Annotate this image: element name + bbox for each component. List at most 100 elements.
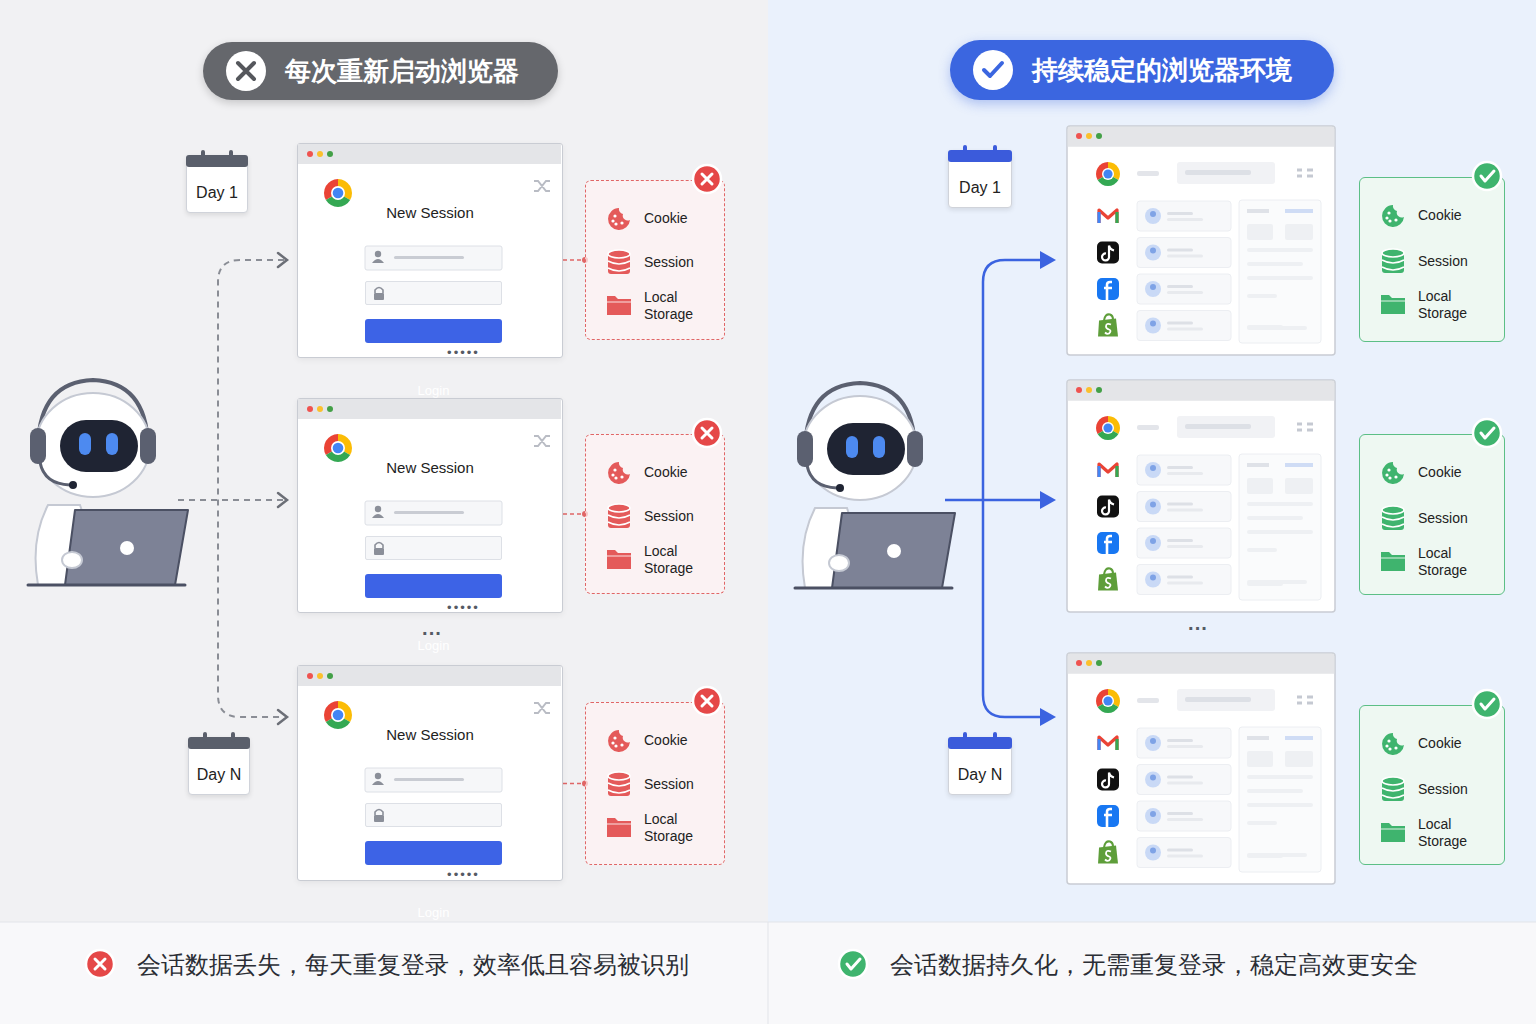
panel-block xyxy=(1247,821,1277,825)
cookie-chip xyxy=(1394,746,1397,749)
arrow-head xyxy=(278,493,287,507)
chrome-center xyxy=(333,188,344,199)
db-top xyxy=(608,250,630,258)
laptop-logo xyxy=(887,544,901,558)
shopify-handle xyxy=(1104,841,1113,847)
cross-badge xyxy=(693,687,721,715)
check-mark xyxy=(1481,428,1494,438)
window-dot xyxy=(327,406,333,412)
toolbar-icons xyxy=(1297,170,1313,176)
arrow-head xyxy=(278,710,287,724)
gmail-side xyxy=(1115,739,1118,750)
node-text: Day N xyxy=(949,738,1011,794)
storage-item: Local Storage xyxy=(644,811,714,845)
cookie-chip xyxy=(613,736,616,739)
robot-eye xyxy=(79,433,91,455)
row-line xyxy=(1167,212,1193,215)
cross-mark xyxy=(238,63,254,79)
cookie-chip xyxy=(1387,739,1390,742)
storage-box: CookieSessionLocal Storage xyxy=(1359,434,1505,595)
check-badge xyxy=(1473,419,1501,447)
chrome-ring xyxy=(331,186,345,200)
ellipsis-mark: ··· xyxy=(412,622,452,645)
window-frame xyxy=(1067,653,1335,884)
facebook-bg xyxy=(1097,278,1119,300)
panel-block xyxy=(1285,224,1313,240)
chrome-center xyxy=(1103,696,1112,705)
row-line xyxy=(1167,812,1193,815)
cookie-chip xyxy=(1388,747,1391,750)
robot-head xyxy=(803,396,917,500)
link-line xyxy=(563,259,585,261)
facebook-bg xyxy=(1097,532,1119,554)
address-bar xyxy=(1177,689,1275,711)
panel-block xyxy=(1285,751,1313,767)
gmail-app-icon xyxy=(1099,737,1117,750)
calendar-ring xyxy=(231,732,235,742)
gmail-app-icon xyxy=(1099,210,1117,223)
cookie-chip xyxy=(1388,219,1391,222)
ear-cup xyxy=(30,428,46,464)
dashed-arrow xyxy=(178,260,284,717)
badge-circle xyxy=(839,950,867,978)
avatar xyxy=(1145,462,1161,478)
robot-mic xyxy=(40,462,70,485)
robot-visor xyxy=(60,420,138,472)
row-line xyxy=(1167,249,1193,252)
tiktok-note xyxy=(1102,500,1114,515)
user-icon-body xyxy=(372,514,384,518)
title-bar xyxy=(1068,127,1335,147)
storage-item: Session xyxy=(644,508,714,525)
shopify-handle xyxy=(1104,314,1113,320)
persistent-arrows xyxy=(945,251,1056,726)
window-dot xyxy=(1096,387,1102,393)
chrome-logo xyxy=(324,701,352,729)
db-ring xyxy=(608,783,630,793)
user-icon-head xyxy=(375,773,381,779)
account-row xyxy=(1137,565,1231,595)
check-mark xyxy=(847,959,860,969)
check-mark xyxy=(1481,699,1494,709)
db-icon xyxy=(608,772,630,796)
storage-item: Session xyxy=(1418,253,1488,270)
tiktok-note xyxy=(1102,246,1114,261)
db-top xyxy=(1382,506,1404,514)
storage-item: Local Storage xyxy=(1418,816,1488,850)
panel-block xyxy=(1247,854,1283,858)
db-top xyxy=(1382,777,1404,785)
browser-window xyxy=(1067,126,1335,355)
gmail-mark xyxy=(1099,464,1117,477)
row-line xyxy=(1167,545,1203,548)
username-field xyxy=(365,246,502,270)
row-line xyxy=(1167,328,1203,331)
calendar-strip xyxy=(186,155,248,167)
folder-icon xyxy=(1381,295,1405,314)
window-dot xyxy=(327,673,333,679)
content-panel xyxy=(1239,727,1321,872)
db-ring xyxy=(608,515,630,525)
chrome-center xyxy=(1103,423,1112,432)
password-field: ••••• xyxy=(365,281,502,305)
gmail-app-icon xyxy=(1099,464,1117,477)
chrome-logo xyxy=(1096,416,1120,440)
title-bar xyxy=(298,666,561,686)
storage-item: Cookie xyxy=(1418,464,1488,481)
user-icon-body xyxy=(372,259,384,263)
shopify-s xyxy=(1105,578,1111,588)
badge-circle xyxy=(693,687,721,715)
cookie-chip xyxy=(613,468,616,471)
panel-block xyxy=(1247,582,1283,586)
check-badge xyxy=(1473,162,1501,190)
account-row xyxy=(1137,492,1231,522)
storage-item: Local Storage xyxy=(1418,545,1488,579)
window-dot xyxy=(1076,133,1082,139)
chrome-center xyxy=(1103,169,1112,178)
chrome-logo xyxy=(324,179,352,207)
lock-body xyxy=(374,293,384,300)
laptop-lid xyxy=(832,513,955,588)
storage-item: Cookie xyxy=(1418,207,1488,224)
node-text: ••••• xyxy=(366,597,531,619)
window-dot xyxy=(317,406,323,412)
cookie-chip xyxy=(614,476,617,479)
panel-block xyxy=(1247,224,1273,240)
